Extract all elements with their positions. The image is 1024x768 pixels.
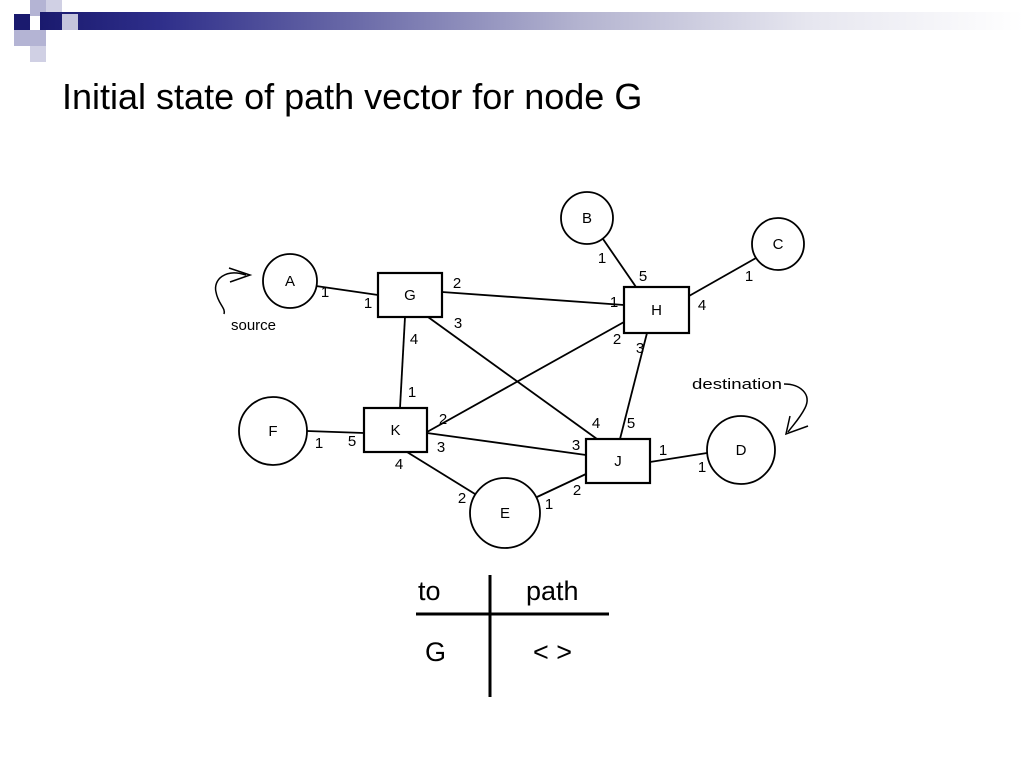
banner-square <box>14 14 30 30</box>
port-label-h: 3 <box>636 340 644 357</box>
port-label-k: 5 <box>348 433 356 450</box>
banner-square <box>30 46 46 62</box>
table-header-path: path <box>526 576 579 606</box>
port-label-h: 5 <box>639 268 647 285</box>
host-circle <box>560 191 614 245</box>
port-label-k: 1 <box>408 384 416 401</box>
node-k: K <box>362 406 429 454</box>
node-j: J <box>584 437 652 485</box>
edge-g-k <box>399 316 406 409</box>
edges-layer <box>306 238 757 498</box>
port-label-k: 3 <box>437 439 445 456</box>
table-row-path: < > <box>533 637 572 667</box>
router-box <box>362 406 429 454</box>
node-g: G <box>376 271 444 319</box>
edge-a-g <box>315 285 379 296</box>
port-label-j: 3 <box>572 437 580 454</box>
node-label: J <box>614 453 622 470</box>
edge-k-e <box>406 451 476 495</box>
port-label-h: 2 <box>613 331 621 348</box>
edge-g-h <box>441 291 625 306</box>
port-label-j: 4 <box>592 415 600 432</box>
table-row-to: G <box>425 637 446 667</box>
port-label-c: 1 <box>745 268 753 285</box>
port-label-d: 1 <box>698 459 706 476</box>
router-box <box>376 271 444 319</box>
node-e: E <box>469 477 541 549</box>
node-a: A <box>262 253 318 309</box>
banner-square <box>30 30 46 46</box>
destination-label: destination <box>692 376 782 393</box>
banner-stripe <box>40 12 1024 30</box>
node-label: H <box>651 302 662 319</box>
edge-k-h <box>426 321 625 433</box>
source-arrow <box>214 272 247 315</box>
host-circle <box>238 396 308 466</box>
port-label-f: 1 <box>315 435 323 452</box>
port-label-g: 1 <box>364 295 372 312</box>
port-label-j: 1 <box>659 442 667 459</box>
node-f: F <box>238 396 308 466</box>
port-label-j: 2 <box>573 482 581 499</box>
node-label: F <box>268 423 277 440</box>
nodes-layer: A B C D E F G H J K <box>238 191 805 549</box>
edge-h-j <box>619 332 648 440</box>
port-label-e: 2 <box>458 490 466 507</box>
node-label: D <box>736 442 747 459</box>
edge-b-h <box>602 238 637 288</box>
router-box <box>622 285 691 335</box>
port-label-g: 4 <box>410 331 418 348</box>
node-b: B <box>560 191 614 245</box>
port-label-h: 1 <box>610 294 618 311</box>
host-circle <box>706 415 776 485</box>
header-banner <box>0 0 1024 64</box>
banner-square <box>14 30 30 46</box>
edge-k-j <box>426 432 587 456</box>
node-d: D <box>706 415 776 485</box>
node-label: B <box>582 210 592 227</box>
edge-j-d <box>649 452 708 463</box>
banner-square <box>62 14 78 30</box>
node-label: C <box>773 236 784 253</box>
port-label-g: 3 <box>454 315 462 332</box>
node-h: H <box>622 285 691 335</box>
host-circle <box>751 217 805 271</box>
source-label: source <box>231 317 276 334</box>
port-label-j: 5 <box>627 415 635 432</box>
source-arrow-head <box>228 267 253 283</box>
router-box <box>584 437 652 485</box>
port-label-a: 1 <box>321 284 329 301</box>
port-label-b: 1 <box>598 250 606 267</box>
edge-e-j <box>536 473 587 498</box>
node-label: A <box>285 273 295 290</box>
edge-c-h <box>688 257 757 297</box>
node-label: G <box>404 287 416 304</box>
slide-title: Initial state of path vector for node G <box>62 76 643 117</box>
port-label-g: 2 <box>453 275 461 292</box>
destination-arrow <box>783 383 808 433</box>
port-label-h: 4 <box>698 297 706 314</box>
port-label-k: 2 <box>439 411 447 428</box>
destination-arrow-head <box>784 415 809 436</box>
port-label-k: 4 <box>395 456 403 473</box>
host-circle <box>469 477 541 549</box>
edge-f-k <box>306 430 365 434</box>
edge-g-j <box>427 316 598 440</box>
port-label-e: 1 <box>545 496 553 513</box>
table-header-to: to <box>418 576 441 606</box>
node-c: C <box>751 217 805 271</box>
node-label: E <box>500 505 510 522</box>
node-label: K <box>390 422 400 439</box>
host-circle <box>262 253 318 309</box>
